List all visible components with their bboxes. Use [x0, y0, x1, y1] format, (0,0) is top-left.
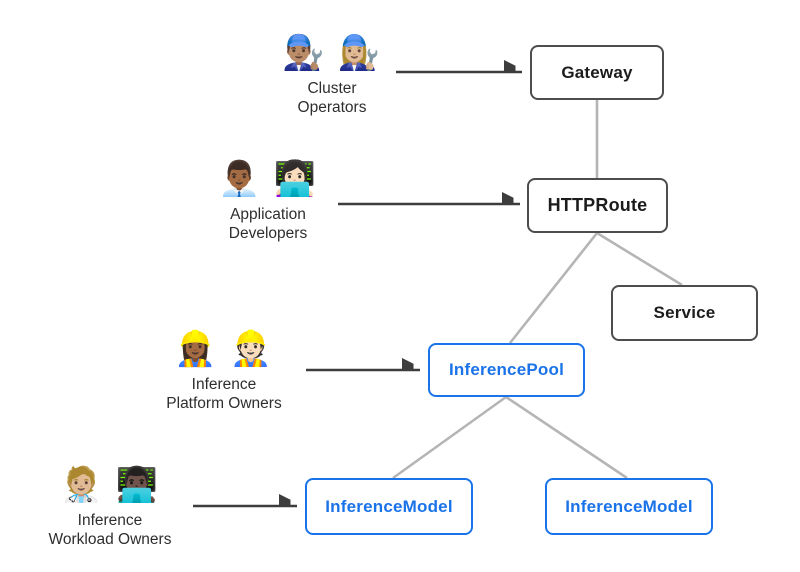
persona-application-developers-label: Application Developers: [178, 205, 358, 243]
edge-inferencepool-inferencemodel-right: [505, 395, 628, 480]
edge-httproute-service: [596, 231, 683, 287]
node-service-label: Service: [653, 303, 716, 322]
edge-inferencepool-inferencemodel-left: [392, 395, 507, 480]
node-inferencepool: InferencePool: [428, 343, 585, 397]
persona-cluster-operators-label: Cluster Operators: [242, 79, 422, 117]
node-inferencepool-label: InferencePool: [448, 360, 565, 379]
node-inferencemodel-right-label: InferenceModel: [565, 496, 693, 516]
node-service: Service: [611, 285, 758, 341]
persona-application-developers: 👨🏾‍💼 👩🏻‍💻 Application Developers: [178, 156, 358, 243]
persona-label-line: Workload Owners: [48, 531, 172, 548]
node-inferencemodel-right: InferenceModel: [545, 478, 713, 535]
persona-label-line: Cluster: [307, 80, 357, 97]
persona-inference-platform-owners-label: Inference Platform Owners: [134, 375, 314, 413]
inference-platform-owners-emoji: 👷🏾‍♀️ 👷🏻: [173, 330, 275, 368]
persona-inference-workload-owners-label: Inference Workload Owners: [20, 511, 200, 549]
node-gateway-label: Gateway: [561, 62, 633, 82]
cluster-operators-emoji: 👨🏽‍🔧 👩🏼‍🔧: [281, 34, 383, 72]
inference-workload-owners-emoji: 🧑🏼‍⚕️ 👨🏿‍💻: [59, 466, 161, 504]
persona-label-line: Application: [230, 206, 306, 223]
persona-label-line: Inference: [77, 512, 143, 529]
persona-cluster-operators: 👨🏽‍🔧 👩🏼‍🔧 Cluster Operators: [242, 30, 422, 117]
node-httproute-label: HTTPRoute: [547, 195, 648, 215]
persona-inference-platform-owners: 👷🏾‍♀️ 👷🏻 Inference Platform Owners: [134, 326, 314, 413]
persona-label-line: Operators: [297, 99, 367, 116]
persona-label-line: Developers: [228, 225, 308, 242]
node-gateway: Gateway: [530, 45, 664, 100]
persona-label-line: Platform Owners: [166, 395, 282, 412]
node-inferencemodel-left-label: InferenceModel: [325, 496, 453, 516]
node-httproute: HTTPRoute: [527, 178, 668, 233]
node-inferencemodel-left: InferenceModel: [305, 478, 473, 535]
edge-httproute-inferencepool: [508, 232, 599, 344]
persona-inference-workload-owners: 🧑🏼‍⚕️ 👨🏿‍💻 Inference Workload Owners: [20, 462, 200, 549]
application-developers-emoji: 👨🏾‍💼 👩🏻‍💻: [217, 160, 319, 198]
persona-label-line: Inference: [191, 376, 257, 393]
